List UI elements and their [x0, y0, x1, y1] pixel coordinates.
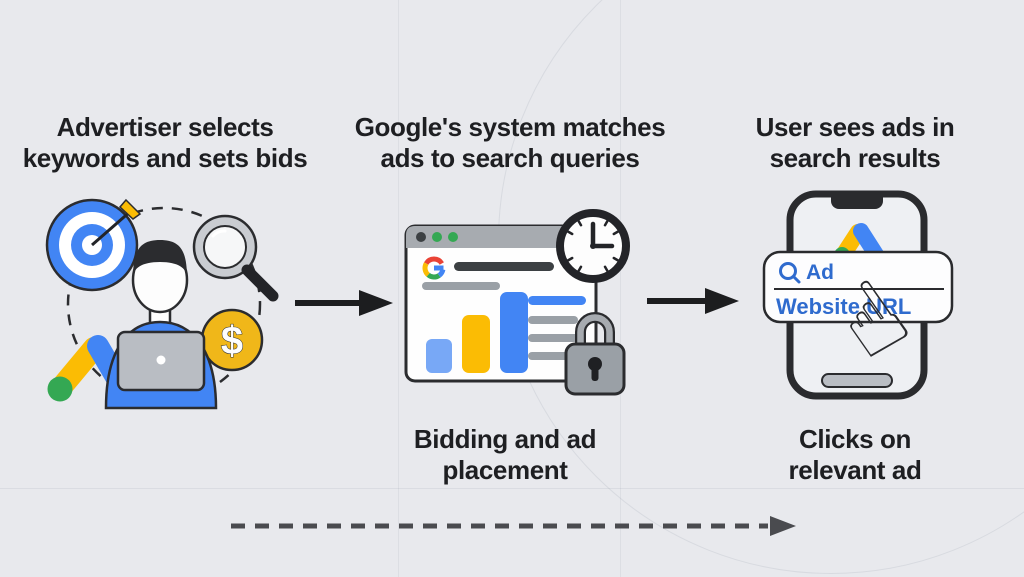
website-url-label: Website URL	[776, 294, 911, 319]
step2-title-line2: ads to search queries	[380, 143, 640, 173]
dollar-coin-icon: $	[200, 308, 264, 372]
user-illustration: Ad Website URL	[742, 186, 974, 408]
bar-chart-icon	[426, 292, 528, 373]
right-arrow-icon	[295, 290, 393, 316]
google-g-logo-icon	[422, 256, 446, 280]
phone-notch	[831, 196, 883, 209]
search-icon	[779, 262, 801, 284]
window-dot-dark	[416, 232, 426, 242]
step1-title-line1: Advertiser selects	[56, 112, 274, 142]
dollar-sign: $	[221, 319, 243, 363]
ad-label: Ad	[806, 261, 834, 284]
arrow-step2-to-step3	[645, 286, 741, 316]
step2-caption: Bidding and ad placement	[375, 424, 635, 486]
step1-title: Advertiser selects keywords and sets bid…	[10, 112, 320, 174]
step3-title: User sees ads in search results	[730, 112, 980, 174]
step3-caption-line2: relevant ad	[788, 455, 922, 485]
background-horizontal-line	[0, 488, 1024, 489]
arrow-step1-to-step2	[293, 288, 395, 318]
dashed-arrow-icon	[231, 516, 796, 536]
phone-home-bar	[821, 373, 893, 388]
background-vertical-line	[620, 0, 621, 577]
step3-title-line1: User sees ads in	[755, 112, 955, 142]
background-vertical-line	[398, 0, 399, 577]
process-timeline-arrow	[226, 512, 801, 540]
advertiser-illustration-svg: $	[45, 198, 279, 410]
headline-placeholder-bar	[454, 262, 554, 271]
step3-caption: Clicks on relevant ad	[740, 424, 970, 486]
search-result-card: Ad Website URL	[762, 250, 954, 324]
target-icon	[45, 198, 142, 292]
window-dot-green	[432, 232, 442, 242]
clock-icon	[556, 209, 630, 283]
browser-window-icon	[404, 224, 598, 383]
step1-title-line2: keywords and sets bids	[22, 143, 308, 173]
matching-illustration-svg	[404, 209, 630, 396]
step3-title-line2: search results	[769, 143, 941, 173]
magnifier-icon	[192, 214, 279, 302]
padlock-icon	[564, 312, 626, 396]
step2-caption-line2: placement	[442, 455, 568, 485]
step2-title: Google's system matches ads to search qu…	[345, 112, 675, 174]
matching-illustration	[398, 206, 648, 406]
subline-placeholder-bar	[422, 282, 500, 290]
step3-caption-line1: Clicks on	[799, 424, 911, 454]
person-icon	[104, 240, 218, 410]
text-lines-placeholder	[528, 296, 586, 360]
step2-caption-line1: Bidding and ad	[413, 424, 597, 454]
user-illustration-svg: Ad Website URL	[762, 190, 954, 400]
step2-title-line1: Google's system matches	[354, 112, 666, 142]
advertiser-illustration: $	[28, 192, 300, 418]
right-arrow-icon	[647, 288, 739, 314]
window-dot-green	[448, 232, 458, 242]
